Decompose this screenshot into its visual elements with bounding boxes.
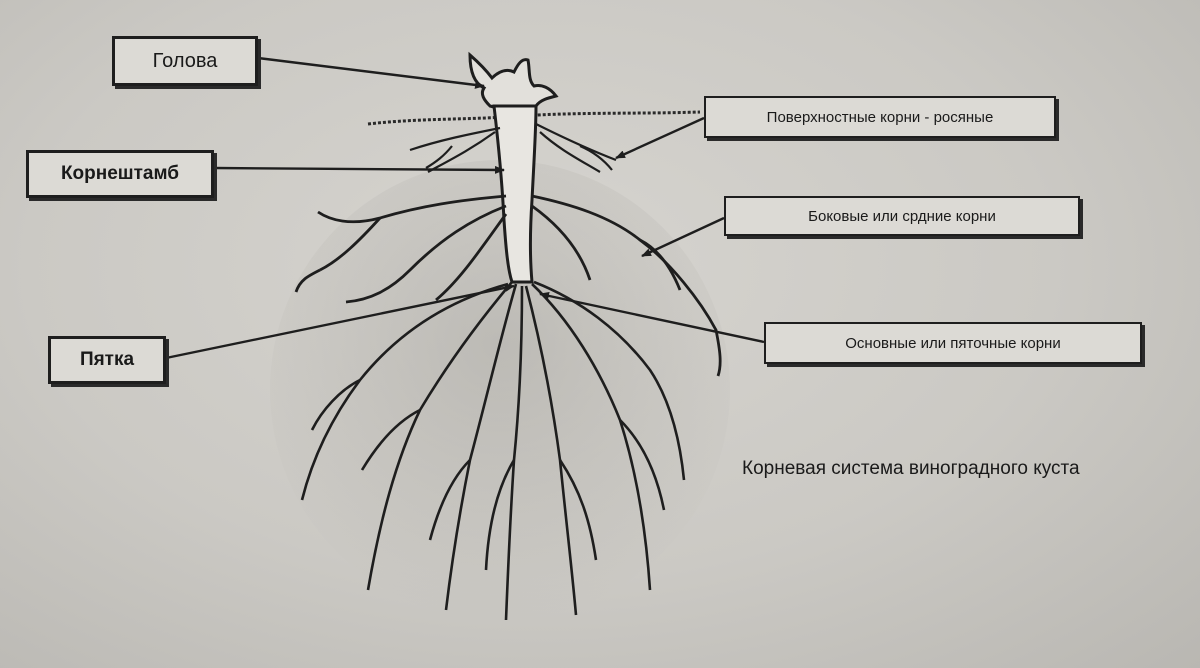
arrow-pyatka — [165, 283, 515, 360]
label-surface-roots: Поверхностные корни - росяные — [704, 96, 1056, 138]
label-arrows — [165, 56, 765, 360]
label-heel-text: Пятка — [79, 349, 135, 370]
lateral-roots — [294, 194, 722, 377]
label-lateral-roots: Боковые или срдние корни — [724, 196, 1080, 236]
label-heel: Пятка — [48, 336, 166, 384]
arrow-golova — [257, 56, 485, 89]
label-head-text: Голова — [152, 49, 218, 72]
label-heel-roots: Основные или пяточные корни — [764, 322, 1142, 364]
heel-roots — [300, 280, 686, 621]
label-lateral-roots-text: Боковые или срдние корни — [808, 207, 996, 225]
arrow-poverkhnostnye — [615, 116, 705, 160]
label-root-stock-text: Корнештамб — [60, 163, 180, 184]
vine-head — [468, 51, 559, 114]
surface-roots — [409, 123, 617, 173]
label-heel-roots-text: Основные или пяточные корни — [845, 334, 1061, 352]
label-head: Голова — [112, 36, 258, 86]
arrow-kornshtamb — [213, 165, 505, 174]
label-root-stock: Корнештамб — [26, 150, 214, 198]
root-stock-trunk — [492, 104, 538, 284]
arrow-bokovye — [641, 216, 725, 258]
arrow-osnovnye — [539, 291, 765, 344]
figure-caption: Корневая система виноградного куста — [742, 458, 1080, 479]
label-surface-roots-text: Поверхностные корни - росяные — [766, 108, 994, 126]
